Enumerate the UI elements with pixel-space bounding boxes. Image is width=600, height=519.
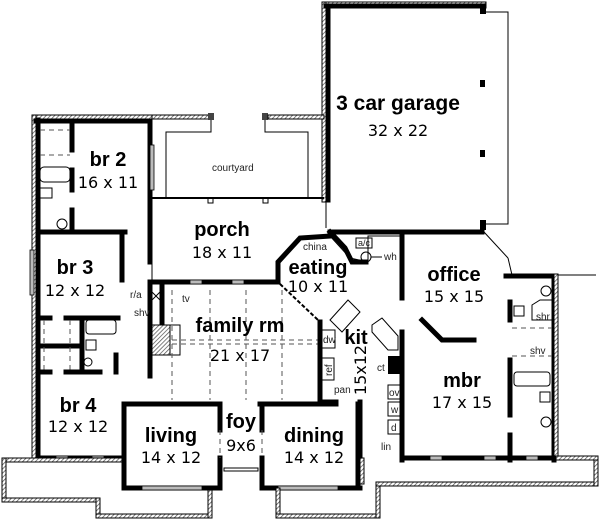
room-dims-mbr: 17 x 15 <box>432 393 492 412</box>
front-walls <box>1 401 599 519</box>
room-name-eating: eating <box>289 257 348 279</box>
room-dims-garage: 32 x 22 <box>368 121 428 140</box>
label-ref: ref <box>324 364 335 376</box>
label-ov: ov <box>389 388 400 399</box>
label-shv-left: shv <box>134 308 150 319</box>
room-name-foy: foy <box>226 411 257 433</box>
room-dims-office: 15 x 15 <box>424 287 484 306</box>
room-dims-kit: 15x12 <box>351 345 370 395</box>
courtyard-porch <box>151 113 325 280</box>
label-shv-right: shv <box>530 346 546 357</box>
room-dims-br4: 12 x 12 <box>48 417 108 436</box>
garage <box>321 1 509 230</box>
label-ct: ct <box>377 363 385 374</box>
room-dims-br3: 12 x 12 <box>45 281 105 300</box>
label-china: china <box>303 242 327 253</box>
room-name-mbr: mbr <box>443 370 481 392</box>
room-dims-foy: 9x6 <box>226 436 256 455</box>
room-dims-living: 14 x 12 <box>141 448 201 467</box>
room-name-br4: br 4 <box>60 395 98 417</box>
room-name-kit: kit <box>344 327 368 349</box>
label-tv: tv <box>182 294 190 305</box>
room-dims-family: 21 x 17 <box>210 346 270 365</box>
office-mbr-walls <box>399 229 596 463</box>
label-shr: shr <box>536 312 551 323</box>
courtyard-label: courtyard <box>212 163 254 174</box>
room-name-office: office <box>427 264 480 286</box>
room-dims-br2: 16 x 11 <box>78 173 138 192</box>
fixture-labels: china a/c wh r/a tv shv dw ref pan ct ov… <box>130 238 551 453</box>
garage-left-wall <box>321 1 327 203</box>
label-wh: wh <box>383 252 397 263</box>
family-room-walls <box>147 279 320 400</box>
eating-bay <box>275 228 405 321</box>
room-dims-eating: 10 x 11 <box>288 277 348 296</box>
label-d: d <box>391 423 397 434</box>
label-w: w <box>390 405 399 416</box>
label-pan: pan <box>334 385 351 396</box>
label-dw: dw <box>323 335 337 346</box>
room-dims-dining: 14 x 12 <box>284 448 344 467</box>
room-name-br3: br 3 <box>57 257 94 279</box>
room-name-living: living <box>145 425 197 447</box>
room-dims-porch: 18 x 11 <box>192 243 252 262</box>
room-name-porch: porch <box>194 219 250 241</box>
room-name-garage: 3 car garage <box>336 92 460 115</box>
room-labels: 3 car garage 32 x 22 br 2 16 x 11 courty… <box>45 92 492 467</box>
room-name-family: family rm <box>196 315 285 337</box>
room-name-dining: dining <box>284 425 344 447</box>
room-name-br2: br 2 <box>90 149 127 171</box>
label-ac: a/c <box>358 238 371 248</box>
label-lin: lin <box>381 442 391 453</box>
label-ra: r/a <box>130 290 142 301</box>
